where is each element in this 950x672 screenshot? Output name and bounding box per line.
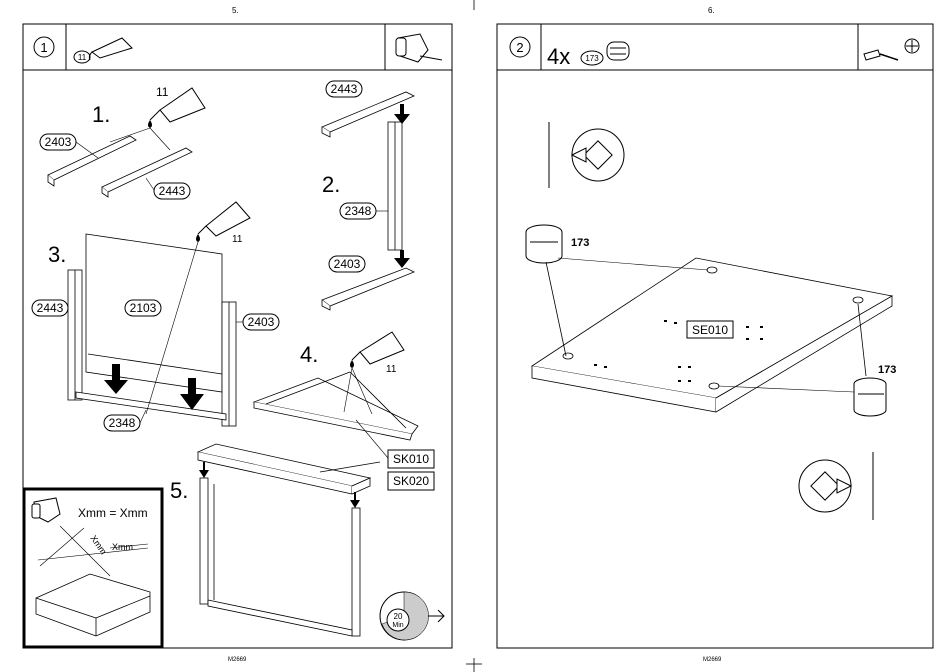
svg-text:SK010: SK010: [393, 452, 429, 466]
svg-text:SK020: SK020: [393, 474, 429, 488]
part-2348-label-b: 2348: [104, 410, 146, 431]
part-2348-label-a: 2348: [340, 203, 388, 219]
part-2443-label-b: 2443: [326, 81, 362, 97]
right-page: 2 4x 173: [497, 24, 933, 648]
quantity-label: 4x: [547, 44, 570, 69]
glue-bottle-icon: 11: [74, 38, 132, 63]
svg-text:2348: 2348: [109, 416, 136, 430]
svg-text:2403: 2403: [45, 135, 72, 149]
step-number: 1: [40, 40, 47, 55]
cam-rotate-detail-icon: [549, 122, 624, 188]
part-2443-label-c: 2443: [32, 300, 68, 316]
part-2443-label-a: 2443: [146, 178, 190, 199]
substep-2-number: 2.: [322, 172, 340, 197]
cam-lock-icon: [607, 42, 629, 60]
part-ref-badge: 173: [585, 54, 599, 63]
svg-text:2348: 2348: [345, 204, 372, 218]
part-2403-label-a: 2403: [40, 134, 98, 158]
arrow-right-icon: [428, 610, 444, 622]
crop-marks: [466, 0, 482, 672]
board-label: SE010: [692, 323, 728, 337]
inset-equation: Xmm = Xmm: [78, 506, 148, 520]
timer-clock-icon: [380, 592, 429, 640]
svg-text:2403: 2403: [248, 315, 275, 329]
svg-text:2103: 2103: [130, 301, 157, 315]
step3-frame: [68, 234, 236, 426]
glue-label-step4: 11: [386, 364, 397, 375]
cam-rotate-detail-icon: [799, 452, 873, 520]
svg-text:2443: 2443: [331, 82, 358, 96]
svg-text:2443: 2443: [37, 301, 64, 315]
part-2403-label-b: 2403: [329, 256, 365, 272]
timer-unit: Min: [392, 622, 403, 629]
svg-text:11: 11: [78, 53, 87, 62]
glue-label-step3: 11: [232, 234, 243, 245]
timer-value: 20: [394, 612, 403, 621]
part-2403-label-c: 2403: [236, 314, 279, 330]
step-number: 2: [516, 40, 523, 55]
left-page: 1 11 1. 11: [23, 24, 452, 648]
part-sk020-label: SK020: [388, 472, 434, 490]
glue-label-step1: 11: [156, 85, 169, 99]
cam-lock-label-b: 173: [878, 364, 896, 376]
step2-rails: [322, 92, 414, 310]
inset-xmm-horizontal: Xmm: [112, 542, 133, 552]
substep-3-number: 3.: [48, 242, 66, 267]
screwdriver-icon: [864, 39, 919, 60]
substep-4-number: 4.: [300, 342, 318, 367]
substep-1-number: 1.: [92, 102, 110, 127]
step5-cabinet: [198, 444, 380, 636]
substep-5-number: 5.: [170, 478, 188, 503]
cam-lock-label-a: 173: [571, 237, 589, 249]
step4-brace: [254, 372, 418, 440]
tape-dispenser-icon: [396, 34, 442, 62]
svg-text:2403: 2403: [334, 257, 361, 271]
svg-text:2443: 2443: [159, 184, 186, 198]
part-2103-label: 2103: [125, 300, 161, 316]
